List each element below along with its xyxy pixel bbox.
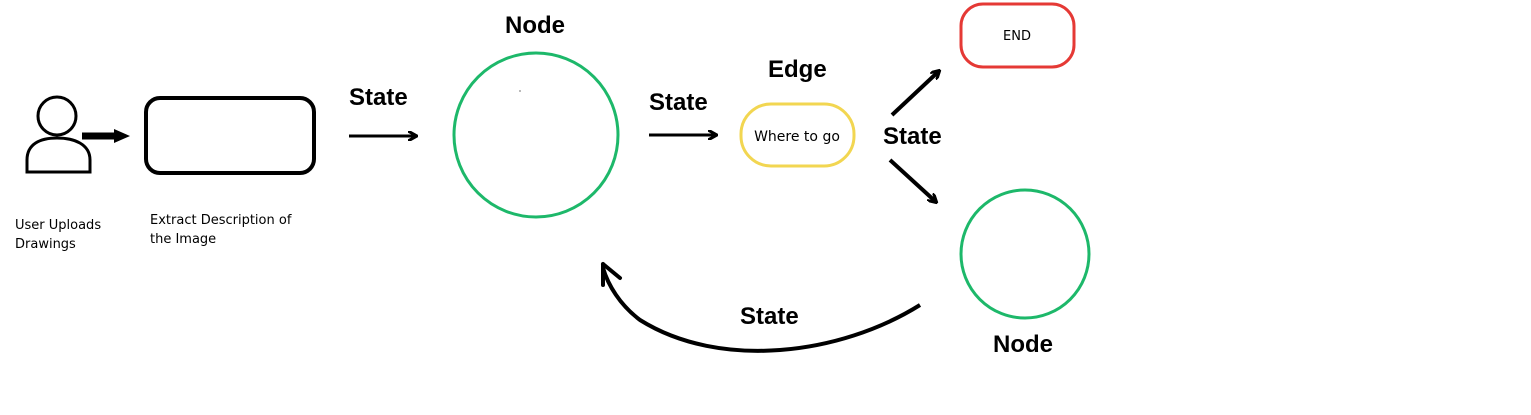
- edge-label: Edge: [768, 56, 827, 83]
- node-top: [452, 51, 620, 219]
- extract-label-line1: Extract Description of: [150, 213, 292, 228]
- node-bottom: [959, 188, 1091, 320]
- end-box: [959, 2, 1076, 69]
- extract-label-line2: the Image: [150, 232, 216, 247]
- state-label-3: State: [883, 123, 942, 150]
- node-top-label: Node: [505, 12, 565, 39]
- return-arrow: [601, 267, 922, 353]
- user-uploads-label-line2: Drawings: [15, 237, 76, 252]
- extract-description-box: [144, 96, 316, 175]
- upload-arrow: [82, 129, 130, 143]
- edge-box: [739, 102, 856, 168]
- user-icon: [25, 95, 92, 174]
- end-label: END: [1003, 29, 1031, 44]
- node-bottom-label: Node: [993, 331, 1053, 358]
- state-label-1: State: [349, 84, 408, 111]
- arrow-to-end: [890, 71, 939, 117]
- state-label-2: State: [649, 89, 708, 116]
- state-label-4: State: [740, 303, 799, 330]
- arrow-to-node-bottom: [888, 158, 936, 202]
- return-arrow-head: [601, 262, 622, 287]
- where-to-go-label: Where to go: [754, 129, 840, 145]
- user-uploads-label-line1: User Uploads: [15, 218, 101, 233]
